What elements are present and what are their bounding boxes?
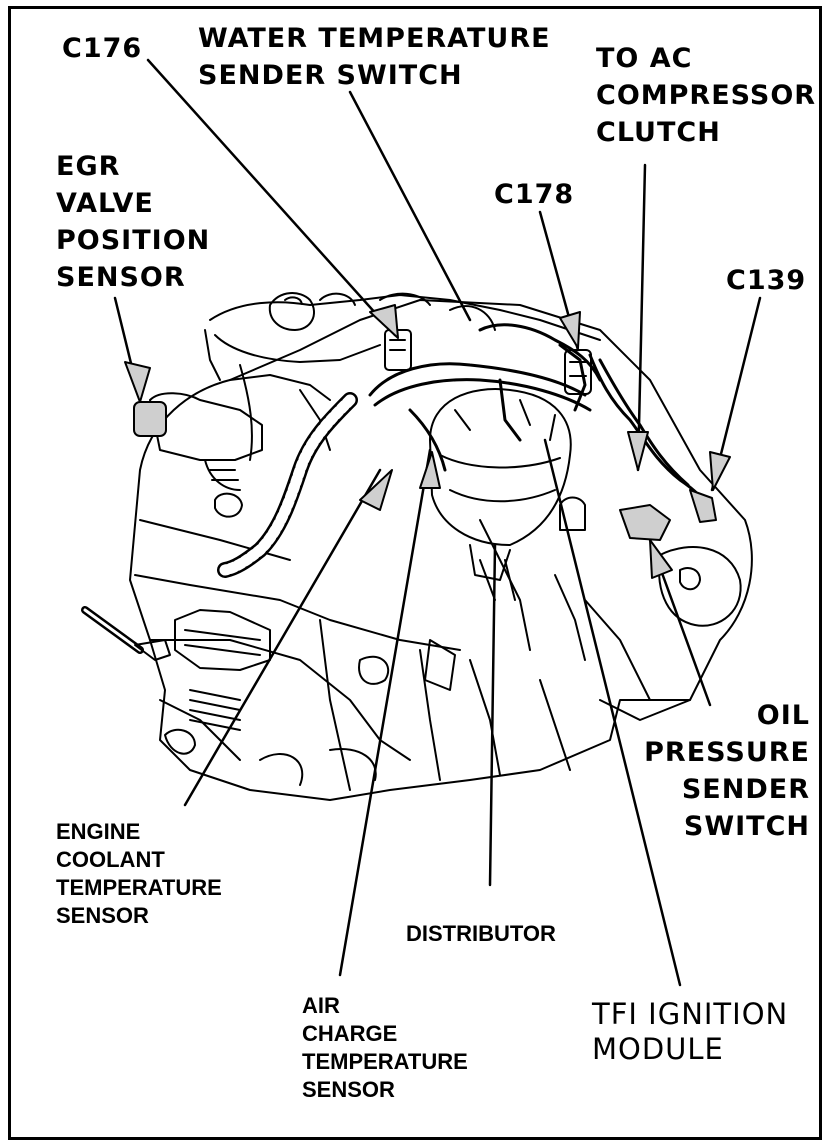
arrow-c178 [559,311,581,349]
label-water-temperature-sender: WATER TEMPERATURE SENDER SWITCH [198,23,551,91]
label-tfi-ignition-module: TFI IGNITION MODULE [592,997,789,1066]
valve-cover [204,292,601,461]
corrugated-conduit [217,392,358,578]
label-c176: C176 [62,33,143,64]
arrow-egr [124,361,151,403]
connector-c139 [689,489,717,523]
leader-ac-clutch [636,163,647,472]
diagram-border [8,6,822,1140]
coolant-sensor-probe [81,606,241,731]
leader-c176 [146,58,397,337]
label-c178: C178 [494,179,575,210]
label-ac-compressor-clutch: TO AC COMPRESSOR CLUTCH [596,43,817,148]
label-c139: C139 [726,265,807,296]
engine-block [129,299,753,801]
label-distributor: DISTRIBUTOR [406,921,556,946]
arrow-air [419,451,441,489]
leader-air-charge [338,448,432,977]
leader-tfi [543,438,682,987]
arrow-c139 [709,451,731,491]
label-engine-coolant-sensor: ENGINE COOLANT TEMPERATURE SENSOR [56,819,222,928]
leader-engine-coolant [183,468,382,807]
arrow-coolant [359,469,393,511]
arrow-oil [649,539,673,579]
arrow-ac [627,431,649,471]
egr-sensor-housing [133,392,263,518]
leader-distributor [488,543,497,887]
label-air-charge-sensor: AIR CHARGE TEMPERATURE SENSOR [302,993,468,1102]
oil-sender-housing [559,496,742,627]
leader-water-temp [348,90,472,322]
label-oil-pressure-sender: OIL PRESSURE SENDER SWITCH [644,700,810,842]
distributor-body [429,388,572,601]
arrowheads [124,304,731,579]
arrow-c176 [369,304,399,339]
label-egr-valve-sensor: EGR VALVE POSITION SENSOR [56,151,211,293]
